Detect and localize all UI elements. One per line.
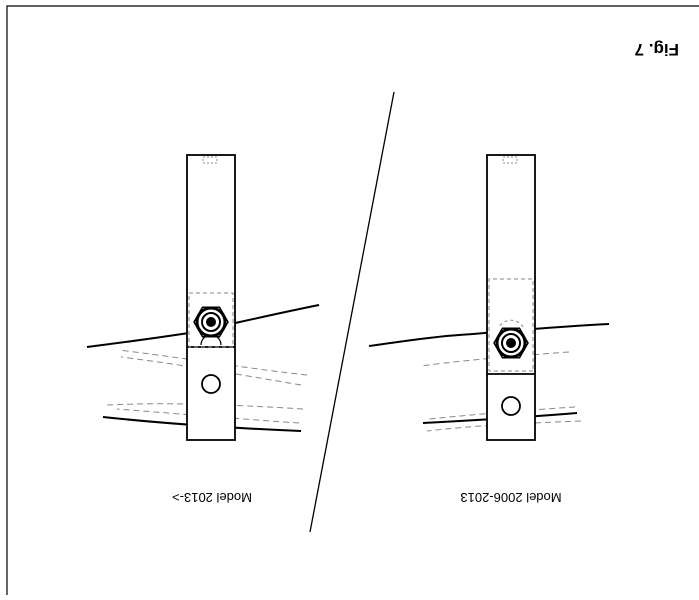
bracket-body (186, 154, 236, 441)
caption-model-2013-on: Model 2013-> (172, 490, 252, 505)
panel-model-2006-2013: Model 2006-2013 (368, 154, 610, 505)
nut-bolt (193, 306, 229, 338)
rotated-drawing: Fig. 7 (6, 5, 699, 595)
outer-surface-line (368, 323, 610, 347)
figure-label: Fig. 7 (635, 40, 679, 59)
nut-bolt (493, 327, 529, 359)
hidden-slot (488, 278, 534, 372)
hidden-arc (498, 319, 524, 328)
mounting-hole (201, 374, 221, 394)
hidden-inner-line-2 (106, 403, 304, 410)
hidden-surface-line-2 (120, 356, 302, 386)
caption-model-2006-2013: Model 2006-2013 (460, 490, 561, 505)
top-cap-detail (502, 156, 518, 164)
hidden-surface-line (420, 351, 570, 367)
bracket-body (486, 154, 536, 441)
panel-divider-line (309, 91, 395, 533)
mounting-hole (501, 396, 521, 416)
top-cap-detail (202, 156, 218, 164)
hidden-slot (188, 292, 234, 348)
frame-border (6, 5, 699, 595)
panel-model-2013-on: Model 2013-> (86, 154, 320, 505)
